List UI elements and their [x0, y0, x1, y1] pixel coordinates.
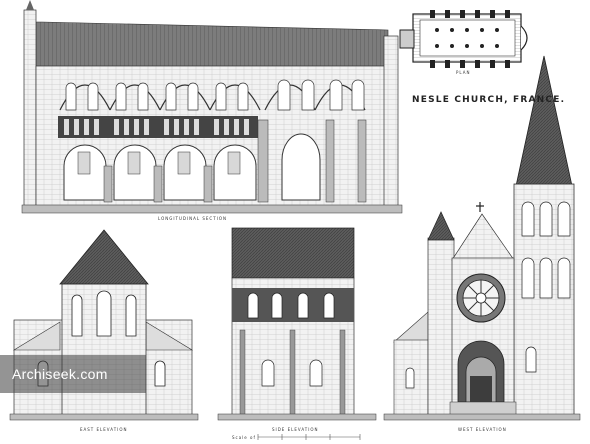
west-elevation-drawing — [383, 55, 581, 421]
west-elevation-caption: WEST ELEVATION — [458, 427, 507, 432]
side-elevation-drawing — [217, 227, 377, 421]
longitudinal-section-drawing — [21, 0, 403, 214]
scale-caption: Scale of — [232, 435, 256, 440]
watermark-text: Archiseek.com — [12, 366, 108, 382]
watermark-banner: Archiseek.com — [0, 355, 146, 393]
scale-bar — [257, 434, 361, 440]
plan-caption: PLAN — [456, 70, 471, 75]
drawing-title: NESLE CHURCH, FRANCE. — [412, 95, 566, 105]
side-elevation-caption: SIDE ELEVATION — [272, 427, 319, 432]
east-elevation-caption: EAST ELEVATION — [80, 427, 128, 432]
longitudinal-section-caption: LONGITUDINAL SECTION — [158, 216, 227, 221]
plan-drawing — [399, 10, 528, 68]
